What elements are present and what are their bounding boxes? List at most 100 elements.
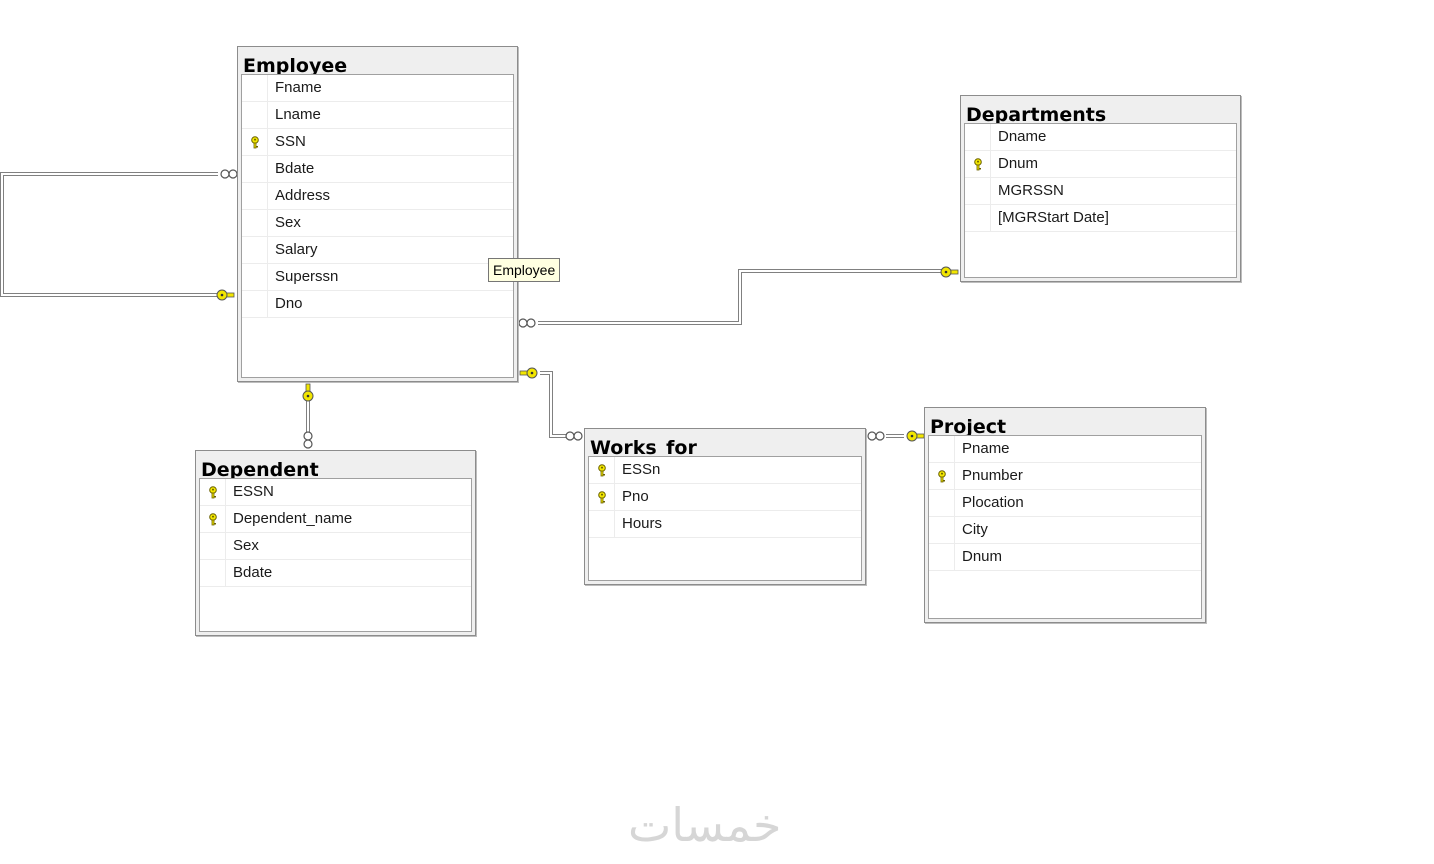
many-end-icon: [303, 431, 313, 449]
one-end-key-icon: [302, 383, 314, 402]
row-selector[interactable]: [929, 436, 955, 462]
column-row[interactable]: Plocation: [929, 490, 1201, 517]
row-selector[interactable]: [242, 264, 268, 290]
primary-key-icon: [251, 136, 259, 149]
row-selector[interactable]: [589, 457, 615, 483]
row-selector[interactable]: [200, 533, 226, 559]
column-name: MGRSSN: [998, 182, 1064, 199]
column-name: Dnum: [998, 155, 1039, 172]
column-name: Pno: [622, 488, 649, 505]
column-row[interactable]: Fname: [242, 75, 513, 102]
row-selector[interactable]: [242, 210, 268, 236]
relationship-employee-department[interactable]: [538, 269, 944, 325]
column-row[interactable]: Pno: [589, 484, 861, 511]
many-end-icon: [220, 169, 238, 179]
column-row[interactable]: Lname: [242, 102, 513, 129]
column-row[interactable]: Address: [242, 183, 513, 210]
row-selector[interactable]: [929, 544, 955, 570]
column-name: ESSN: [233, 483, 274, 500]
column-name: Address: [275, 187, 331, 204]
one-end-key-icon: [519, 367, 538, 379]
table-title: Dependent: [201, 459, 319, 481]
primary-key-icon: [598, 491, 606, 504]
column-row[interactable]: MGRSSN: [965, 178, 1236, 205]
column-row[interactable]: Superssn: [242, 264, 513, 291]
row-selector[interactable]: [242, 183, 268, 209]
row-selector[interactable]: [929, 517, 955, 543]
table-title: Works_for: [590, 437, 697, 459]
column-name: Sex: [233, 537, 259, 554]
column-row[interactable]: Pname: [929, 436, 1201, 463]
hover-tooltip: Employee: [488, 258, 561, 282]
column-row[interactable]: City: [929, 517, 1201, 544]
column-name: Salary: [275, 241, 318, 258]
column-row[interactable]: Bdate: [242, 156, 513, 183]
one-end-key-icon: [216, 289, 235, 301]
row-selector[interactable]: [242, 75, 268, 101]
column-row[interactable]: ESSN: [200, 479, 471, 506]
row-selector[interactable]: [929, 463, 955, 489]
column-name: City: [962, 521, 988, 538]
primary-key-icon: [938, 470, 946, 483]
row-selector[interactable]: [242, 156, 268, 182]
column-row[interactable]: Sex: [200, 533, 471, 560]
row-selector[interactable]: [965, 151, 991, 177]
primary-key-icon: [598, 464, 606, 477]
one-end-key-icon: [940, 266, 959, 278]
row-selector[interactable]: [965, 124, 991, 150]
row-selector[interactable]: [965, 178, 991, 204]
relationship-employee-supervisor[interactable]: [0, 172, 218, 297]
row-selector[interactable]: [589, 511, 615, 537]
primary-key-icon: [974, 158, 982, 171]
one-end-key-icon: [906, 430, 925, 442]
column-name: Superssn: [275, 268, 339, 285]
row-selector[interactable]: [242, 237, 268, 263]
column-name: Plocation: [962, 494, 1024, 511]
row-selector[interactable]: [242, 129, 268, 155]
column-name: Pname: [962, 440, 1010, 457]
row-selector[interactable]: [242, 291, 268, 317]
column-row[interactable]: Dependent_name: [200, 506, 471, 533]
column-row[interactable]: Dname: [965, 124, 1236, 151]
column-name: Hours: [622, 515, 663, 532]
column-row[interactable]: [MGRStart Date]: [965, 205, 1236, 232]
table-title: Employee: [243, 55, 348, 77]
row-selector[interactable]: [242, 102, 268, 128]
row-selector[interactable]: [589, 484, 615, 510]
column-name: Bdate: [233, 564, 273, 581]
column-name: Dname: [998, 128, 1047, 145]
column-row[interactable]: SSN: [242, 129, 513, 156]
table-title: Project: [930, 416, 1007, 438]
column-row[interactable]: Bdate: [200, 560, 471, 587]
column-row[interactable]: Dnum: [929, 544, 1201, 571]
row-selector[interactable]: [929, 490, 955, 516]
many-end-icon: [867, 431, 885, 441]
row-selector[interactable]: [965, 205, 991, 231]
column-row[interactable]: Dno: [242, 291, 513, 318]
column-row[interactable]: ESSn: [589, 457, 861, 484]
relationship-employee-works-for[interactable]: [540, 371, 566, 438]
column-row[interactable]: Pnumber: [929, 463, 1201, 490]
primary-key-icon: [209, 513, 217, 526]
column-name: Dependent_name: [233, 510, 353, 527]
row-selector[interactable]: [200, 479, 226, 505]
column-row[interactable]: Dnum: [965, 151, 1236, 178]
column-row[interactable]: Salary: [242, 237, 513, 264]
column-name: Pnumber: [962, 467, 1023, 484]
column-name: Lname: [275, 106, 321, 123]
column-row[interactable]: Sex: [242, 210, 513, 237]
column-row[interactable]: Hours: [589, 511, 861, 538]
row-selector[interactable]: [200, 506, 226, 532]
column-name: Fname: [275, 79, 322, 96]
column-name: Dnum: [962, 548, 1003, 565]
column-name: Bdate: [275, 160, 315, 177]
row-selector[interactable]: [200, 560, 226, 586]
